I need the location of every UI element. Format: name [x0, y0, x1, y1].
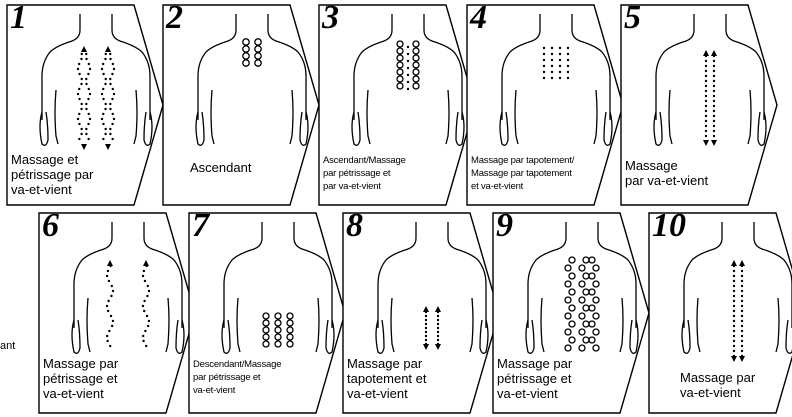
- step-caption: Ascendant: [190, 160, 251, 175]
- caption-line: va-et-vient: [193, 384, 281, 397]
- back-figure-icon: [356, 220, 508, 370]
- caption-line: pétrissage par: [11, 167, 93, 182]
- massage-pattern-kneading-full: [77, 46, 115, 150]
- caption-line: va-et-vient: [11, 182, 93, 197]
- massage-pattern-lower-arrows: [423, 306, 441, 350]
- caption-line: par pétrissage et: [323, 167, 406, 180]
- massage-pattern-neck-circles: [243, 39, 261, 66]
- caption-line: Massage: [625, 158, 708, 173]
- massage-pattern-lower-circles: [263, 313, 293, 347]
- caption-line: tapotement et: [347, 371, 427, 386]
- step-number: 2: [166, 0, 183, 36]
- massage-pattern-tapping-dots: [543, 47, 569, 79]
- caption-line: va-et-vient: [347, 386, 427, 401]
- back-figure-icon: [52, 220, 204, 370]
- back-figure-icon: [506, 220, 658, 370]
- massage-pattern-rolling-center-long: [731, 260, 745, 362]
- caption-line: va-et-vient: [43, 386, 118, 401]
- step-number: 5: [624, 0, 641, 36]
- step-number: 7: [192, 208, 209, 244]
- massage-pattern-upper-circles: [397, 41, 419, 90]
- caption-line: Massage par: [497, 356, 572, 371]
- caption-line: Ascendant/Massage: [323, 154, 406, 167]
- caption-line: Descendant/Massage: [193, 358, 281, 371]
- step-number: 6: [42, 208, 59, 244]
- massage-pattern-side-waves: [106, 260, 150, 347]
- massage-pattern-rolling-center: [703, 50, 717, 146]
- caption-line: Massage par tapotement: [471, 167, 574, 180]
- back-figure-icon: [202, 220, 354, 370]
- caption-line: va-et-vient: [497, 386, 572, 401]
- back-figure-icon: [176, 12, 328, 162]
- caption-line: par va-et-vient: [323, 180, 406, 193]
- massage-pattern-full-circles: [565, 257, 599, 351]
- caption-line: et va-et-vient: [471, 180, 574, 193]
- caption-line: Ascendant: [190, 160, 251, 175]
- back-figure-icon: [634, 12, 786, 162]
- cropped-text: ant: [0, 340, 15, 352]
- step-number: 4: [470, 0, 487, 36]
- back-figure-icon: [332, 12, 484, 162]
- step-number: 10: [652, 208, 686, 244]
- caption-line: par pétrissage et: [193, 371, 281, 384]
- caption-line: par va-et-vient: [625, 173, 708, 188]
- step-number: 9: [496, 208, 513, 244]
- step-number: 1: [10, 0, 27, 36]
- caption-line: pétrissage et: [497, 371, 572, 386]
- back-figure-icon: [20, 12, 172, 162]
- caption-line: Massage par: [43, 356, 118, 371]
- back-figure-icon: [480, 12, 632, 162]
- caption-line: pétrissage et: [43, 371, 118, 386]
- step-number: 8: [346, 208, 363, 244]
- caption-line: va-et-vient: [680, 385, 755, 400]
- caption-line: Massage par tapotement/: [471, 154, 574, 167]
- step-caption: Massage par tapotement/Massage par tapot…: [471, 154, 574, 193]
- caption-line: Massage par: [347, 356, 427, 371]
- step-number: 3: [322, 0, 339, 36]
- caption-line: Massage et: [11, 152, 93, 167]
- caption-line: Massage par: [680, 370, 755, 385]
